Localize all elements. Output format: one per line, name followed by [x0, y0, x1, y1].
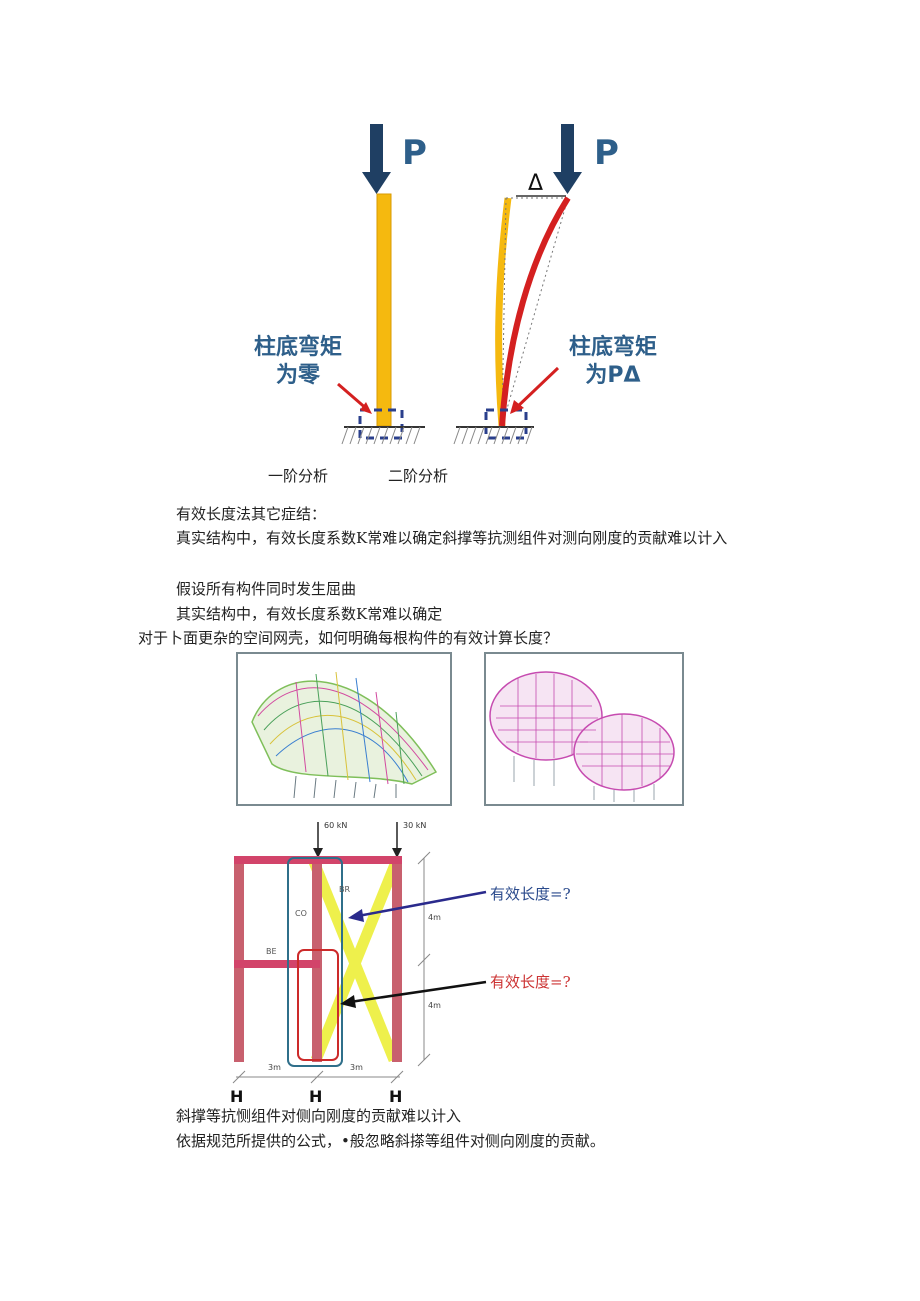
annotation-effective-length-blue: 有效长度=?	[490, 885, 571, 903]
paragraph-line1: 真实结构中，有效长度系数K常难以确定斜撑等抗测组件对测向刚度的贡献难以计入	[176, 529, 728, 547]
question-line: 对于卜面更杂的空间网壳，如何明确每根构件的有效计算长度？	[138, 629, 559, 647]
column-segment-box	[297, 949, 339, 1061]
first-order-column: P	[337, 124, 427, 445]
support-bracket-right	[484, 408, 528, 440]
caption-second-order: 二阶分析	[388, 467, 449, 485]
label-br: BR	[339, 885, 350, 894]
annotation-right: 柱底弯矩 为PΔ	[568, 335, 657, 388]
load-label-60kn: 60 kN	[324, 821, 347, 830]
load-arrow-shaft-left	[370, 124, 383, 174]
support-bracket-left	[358, 408, 404, 440]
section-heading: 有效长度法其它症结：	[176, 505, 327, 523]
brace-diagonal-2	[310, 859, 402, 1063]
ground-hatch-right	[453, 426, 533, 445]
column-straight	[376, 193, 392, 427]
load-arrow-head-left	[362, 172, 391, 194]
lattice-shell-image-right	[484, 652, 684, 806]
column-deformed	[499, 196, 571, 427]
load-label-left: P	[402, 133, 427, 173]
support-right: H	[389, 1087, 402, 1106]
load-arrow-shaft-right	[561, 124, 574, 174]
ground-hatch-left	[341, 426, 421, 445]
paragraph-line3: 其实结构中，有效长度系数K常难以确定	[176, 605, 443, 623]
dimension-label-bottom: 4m	[428, 1001, 441, 1010]
label-co: CO	[295, 909, 307, 918]
closing-line1: 斜撑等抗恻组件对侧向刚度的贡献难以计入	[176, 1107, 462, 1125]
label-be: BE	[266, 947, 277, 956]
braced-frame-diagram: 60 kN 30 kN BR CO BE 4m 4m 3m 3m H H H	[230, 821, 487, 1106]
load-arrow-head-right	[553, 172, 582, 194]
arrow-to-column	[349, 980, 487, 1004]
annotation-left: 柱底弯矩 为零	[253, 335, 342, 388]
paragraph-line2: 假设所有构件同时发生屈曲	[176, 580, 357, 598]
caption-first-order: 一阶分析	[268, 467, 329, 485]
annotation-pointer-right	[514, 366, 560, 410]
column-group-box	[287, 857, 343, 1067]
span-label-right: 3m	[350, 1063, 363, 1072]
support-left: H	[230, 1087, 243, 1106]
closing-line2: 依据规范所提供的公式，•般忽略斜搽等组件对侧向刚度的贡献。	[176, 1132, 605, 1150]
support-middle: H	[309, 1087, 322, 1106]
load-label-right: P	[594, 133, 619, 173]
annotation-effective-length-red: 有效长度=?	[490, 973, 571, 991]
column-right	[392, 858, 402, 1062]
lattice-shell-image-left	[236, 652, 452, 806]
column-analysis-figure: P P Δ	[337, 124, 619, 445]
dimension-label-top: 4m	[428, 913, 441, 922]
delta-label: Δ	[528, 171, 543, 196]
beam-mid	[234, 960, 320, 968]
load-label-30kn: 30 kN	[403, 821, 426, 830]
annotation-pointer-left	[337, 382, 369, 412]
arrow-to-brace	[357, 890, 487, 918]
column-reference	[495, 197, 512, 427]
beam-top	[234, 856, 402, 864]
second-order-column: P Δ	[453, 124, 619, 445]
span-label-left: 3m	[268, 1063, 281, 1072]
